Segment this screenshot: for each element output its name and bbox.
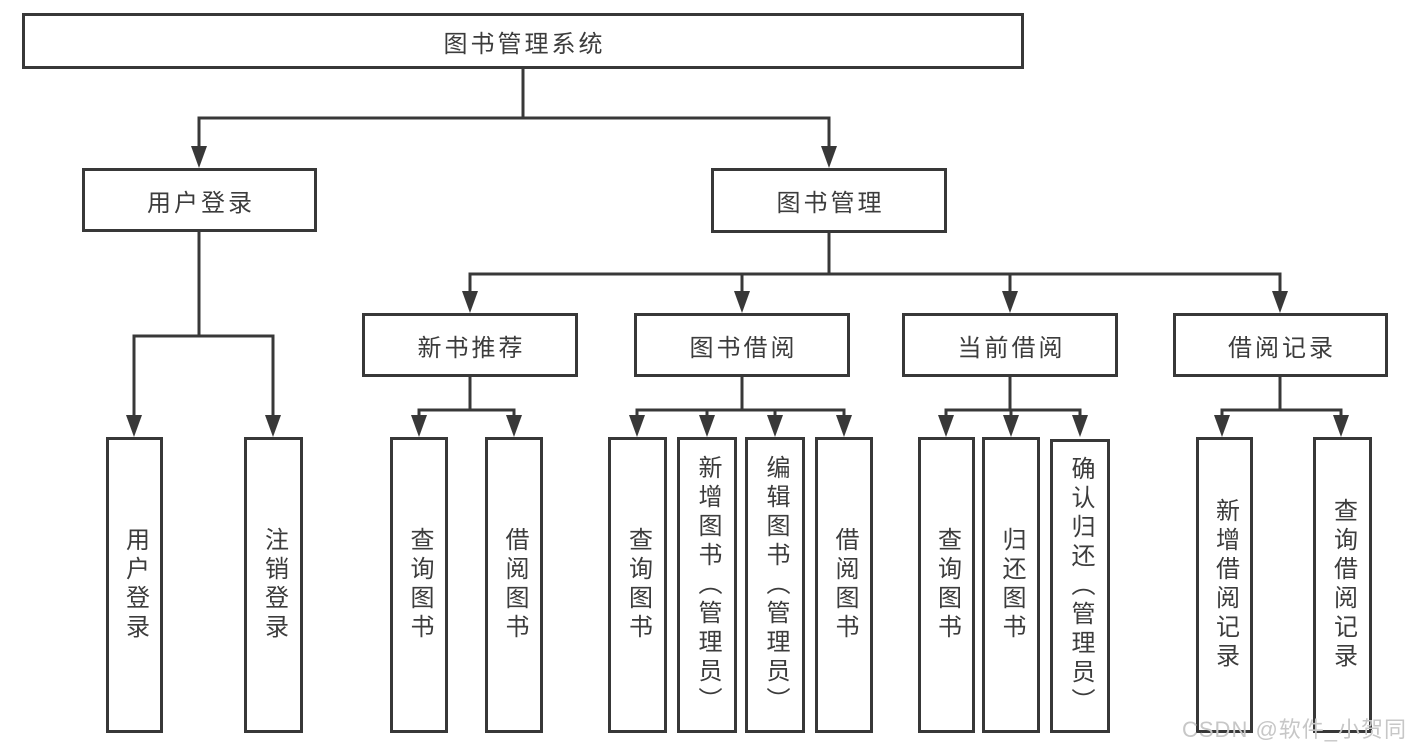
node-label: 查询图书 [406,527,433,643]
leaf-borrow-books-recommend: 借阅图书 [485,437,543,733]
node-borrowing-records: 借阅记录 [1173,313,1388,377]
node-user-login: 用户登录 [82,168,317,232]
root-branch [191,67,837,168]
node-label: 查询借阅记录 [1329,498,1357,672]
leaf-add-borrow-record: 新增借阅记录 [1196,437,1253,733]
leaf-return-books: 归还图书 [982,437,1040,733]
node-book-borrowing: 图书借阅 [634,313,850,377]
node-label: 新增图书（管理员） [694,454,721,716]
leaf-query-borrow-record: 查询借阅记录 [1313,437,1372,733]
watermark: CSDN @软件_小贺同学 [1182,717,1405,742]
node-library-system: 图书管理系统 [22,13,1024,69]
node-label: 借阅图书 [501,527,528,643]
node-label: 新增借阅记录 [1211,498,1239,672]
borrowing-records-branch [1214,375,1349,437]
node-label: 借阅图书 [831,527,858,643]
node-label: 查询图书 [933,527,961,643]
node-label: 图书管理 [776,190,885,217]
node-label: 归还图书 [998,527,1025,643]
node-book-management: 图书管理 [711,168,947,233]
leaf-user-login: 用户登录 [106,437,163,733]
node-label: 编辑图书（管理员） [762,454,789,716]
node-label: 图书借阅 [689,334,798,362]
user-login-branch [126,230,281,437]
current-borrowing-branch [938,375,1088,437]
leaf-query-books-borrowing: 查询图书 [608,437,667,733]
leaf-borrow-books-borrowing: 借阅图书 [815,437,873,733]
leaf-add-books-admin: 新增图书（管理员） [677,437,737,733]
node-label: 当前借阅 [957,334,1066,362]
leaf-logout: 注销登录 [244,437,303,733]
node-label: 借阅记录 [1228,334,1336,362]
leaf-edit-books-admin: 编辑图书（管理员） [745,437,805,733]
leaf-query-books-recommend: 查询图书 [390,437,448,733]
node-label: 图书管理系统 [443,30,606,58]
node-label: 用户登录 [147,189,255,217]
leaf-query-books-current: 查询图书 [918,437,975,733]
node-current-borrowing: 当前借阅 [902,313,1118,377]
new-book-recommendation-branch [411,375,522,437]
node-label: 查询图书 [624,527,652,643]
leaf-confirm-return-admin: 确认归还（管理员） [1050,439,1110,733]
book-management-branch [462,231,1288,313]
node-label: 用户登录 [121,527,149,643]
node-label: 注销登录 [260,527,288,643]
node-label: 确认归还（管理员） [1067,455,1094,717]
node-label: 新书推荐 [417,334,526,362]
node-new-book-recommendation: 新书推荐 [362,313,578,377]
book-borrowing-branch [629,375,852,437]
